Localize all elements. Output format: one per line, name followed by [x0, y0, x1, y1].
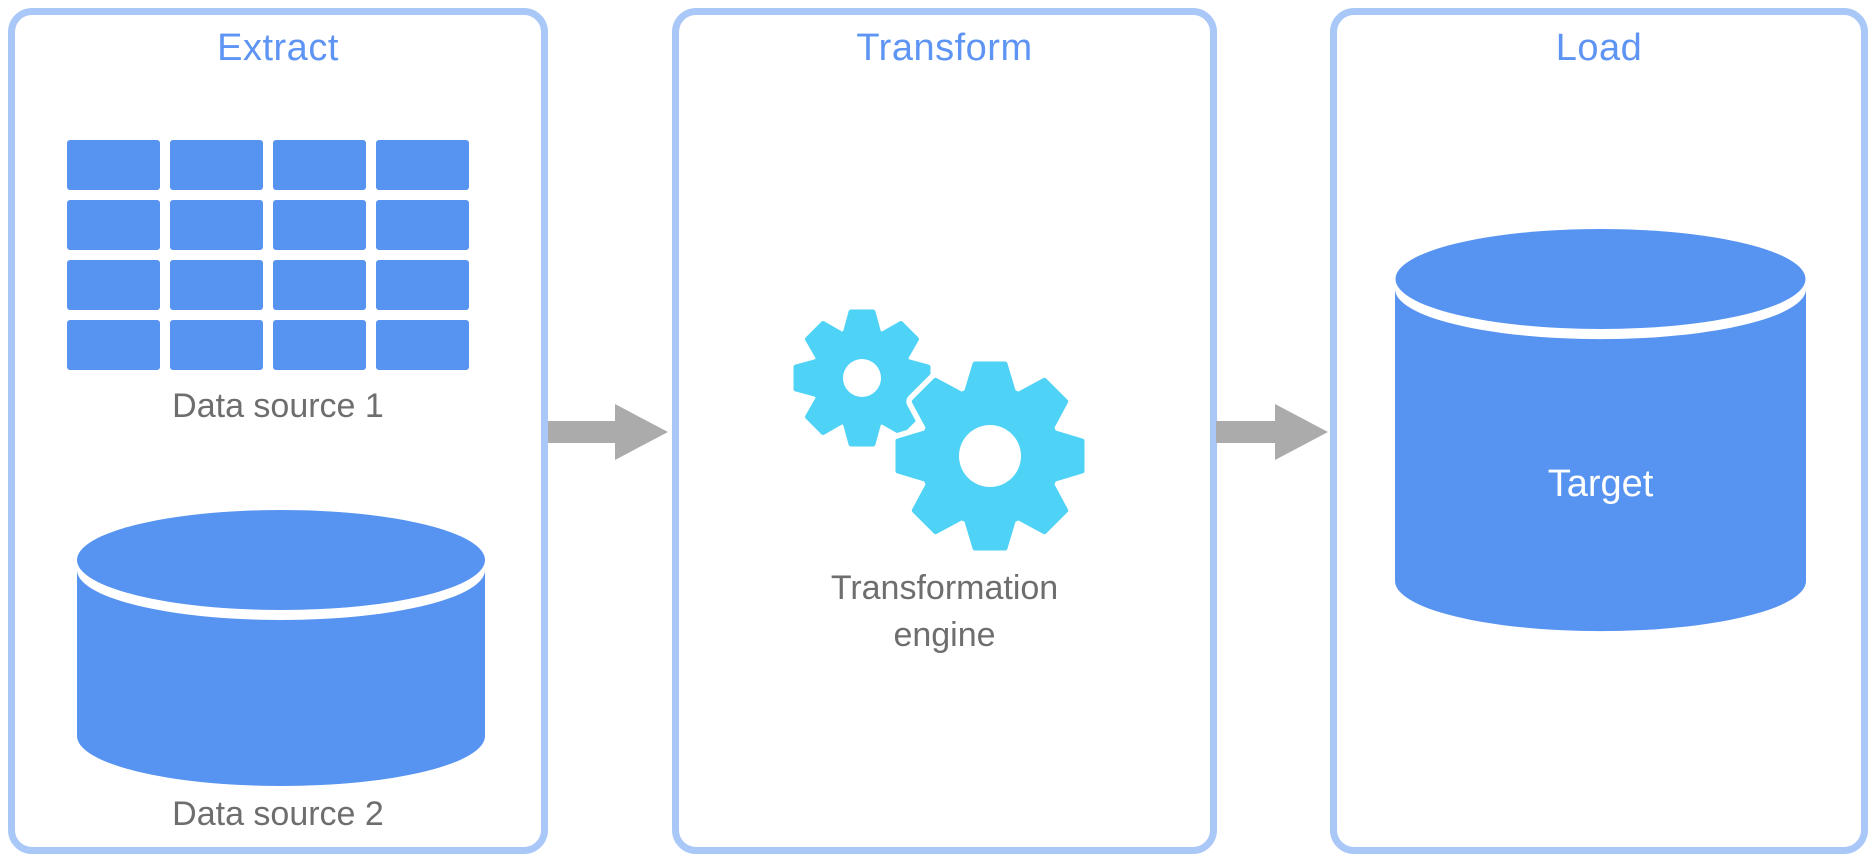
- table-cell: [273, 140, 366, 190]
- table-cell: [170, 140, 263, 190]
- table-cell: [170, 260, 263, 310]
- target-database-cylinder-icon: [1395, 229, 1806, 632]
- target-label: Target: [1547, 463, 1654, 505]
- table-cell: [67, 140, 160, 190]
- transform-title: Transform: [856, 27, 1033, 69]
- data-source-1-label: Data source 1: [172, 387, 384, 425]
- table-cell: [170, 200, 263, 250]
- arrow-extract-to-transform-icon: [548, 404, 668, 460]
- table-cell: [376, 320, 469, 370]
- gears-icon: [793, 309, 1087, 556]
- table-cell: [273, 320, 366, 370]
- panel-extract: Extract Data source 1 Data source 2: [8, 8, 548, 854]
- table-icon: [67, 140, 469, 370]
- transformation-engine-text: Transformation engine: [830, 569, 1059, 654]
- table-cell: [67, 200, 160, 250]
- table-cell: [376, 260, 469, 310]
- table-cell: [67, 260, 160, 310]
- panel-load: Load Target: [1330, 8, 1868, 854]
- table-cell: [67, 320, 160, 370]
- table-cell: [376, 140, 469, 190]
- extract-title: Extract: [217, 27, 339, 69]
- table-cell: [376, 200, 469, 250]
- transformation-engine-label: Transformation engine: [679, 565, 1210, 659]
- arrow-transform-to-load-icon: [1216, 404, 1328, 460]
- small-gear: [793, 309, 931, 447]
- table-cell: [273, 200, 366, 250]
- panel-transform: Transform: [672, 8, 1217, 854]
- table-cell: [170, 320, 263, 370]
- database-cylinder-icon: [77, 510, 485, 786]
- table-cell: [273, 260, 366, 310]
- large-gear: [890, 356, 1087, 556]
- data-source-2-label: Data source 2: [172, 795, 384, 833]
- load-title: Load: [1555, 27, 1643, 69]
